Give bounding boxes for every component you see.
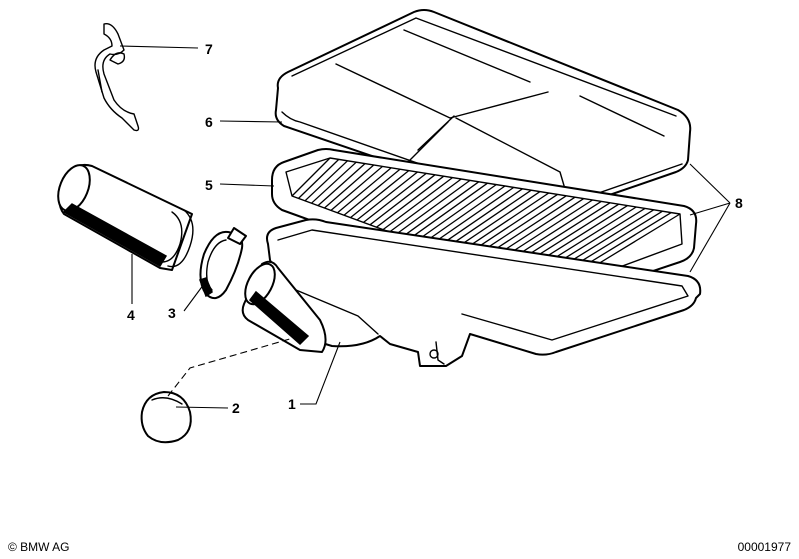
filter-pleat-line xyxy=(343,168,401,216)
filter-pleat-line xyxy=(324,164,375,209)
filter-pleat-line xyxy=(317,163,366,207)
filter-pleat-line xyxy=(382,177,453,231)
part-6-filter-cover xyxy=(274,9,692,215)
callout-1: 1 xyxy=(288,396,296,412)
part-7-spring-clip xyxy=(94,23,140,132)
callout-7: 7 xyxy=(205,41,213,57)
filter-pleat-line xyxy=(298,158,340,199)
filter-pleat-line xyxy=(434,188,523,250)
filter-pleat-line xyxy=(363,172,427,223)
copyright-label: © BMW AG xyxy=(8,540,70,554)
filter-pleat-line xyxy=(330,165,383,211)
filter-pleat-line xyxy=(304,160,348,202)
filter-pleat-line xyxy=(311,161,357,204)
filter-pleat-line xyxy=(415,184,497,243)
filter-pleat-line xyxy=(402,181,480,238)
filter-pleat-line xyxy=(291,157,331,197)
document-number: 00001977 xyxy=(737,540,791,554)
part-1-filter-housing xyxy=(241,218,702,367)
filter-pleat-line xyxy=(350,170,410,219)
filter-pleat-line xyxy=(369,174,436,226)
filter-pleats xyxy=(291,157,681,293)
part-3-hose-clamp xyxy=(199,227,247,300)
leader-lines xyxy=(119,45,731,409)
callout-8: 8 xyxy=(735,195,743,211)
callout-2: 2 xyxy=(232,400,240,416)
callout-4: 4 xyxy=(127,307,135,323)
filter-pleat-line xyxy=(408,182,488,240)
filter-pleat-line xyxy=(421,185,506,245)
filter-pleat-line xyxy=(376,175,445,228)
part-2-cap xyxy=(140,391,192,444)
callout-3: 3 xyxy=(168,305,176,321)
filter-pleat-line xyxy=(337,167,392,214)
callout-5: 5 xyxy=(205,177,213,193)
filter-pleat-line xyxy=(356,171,418,221)
filter-pleat-line xyxy=(389,178,462,233)
part-4-intake-pipe xyxy=(57,164,194,271)
callout-numbers: 7 6 5 8 4 3 2 1 xyxy=(127,41,743,416)
filter-pleat-line xyxy=(428,186,515,247)
callout-6: 6 xyxy=(205,114,213,130)
filter-pleat-line xyxy=(395,179,471,235)
